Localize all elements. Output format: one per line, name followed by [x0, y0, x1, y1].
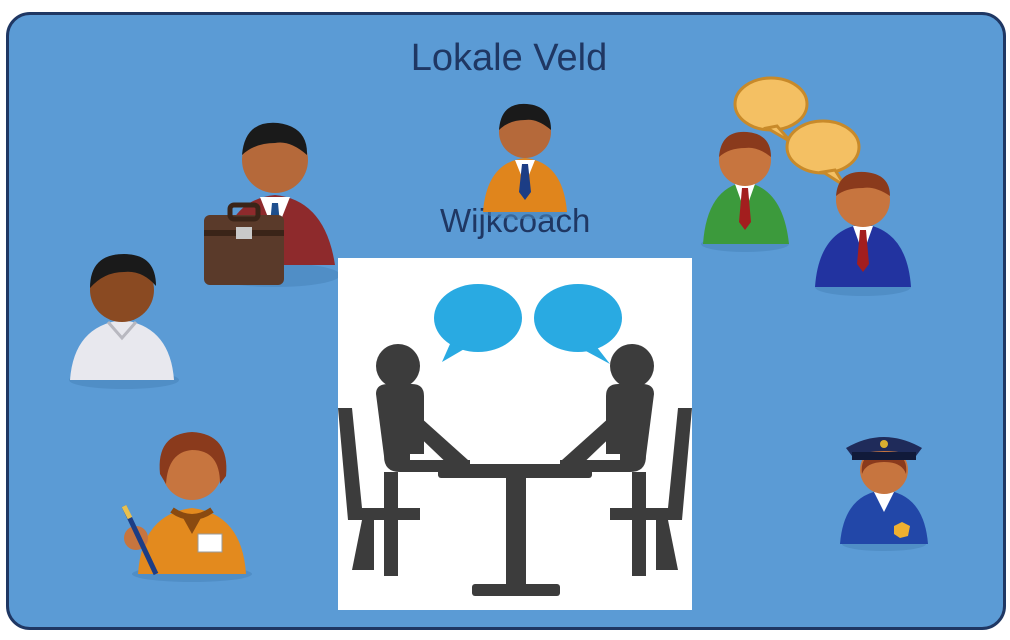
woman-with-pen-icon — [112, 424, 257, 584]
police-officer-icon — [832, 428, 932, 553]
two-people-talking-icon — [695, 72, 935, 302]
businessman-with-briefcase-icon — [190, 115, 350, 295]
speech-bubble-left — [434, 284, 522, 352]
wijkcoach-person-icon — [475, 100, 575, 220]
speech-bubble-right — [534, 284, 622, 352]
diagram-title: Lokale Veld — [410, 37, 608, 79]
person-white-shirt-icon — [62, 248, 192, 393]
meeting-at-table-icon — [338, 258, 692, 610]
